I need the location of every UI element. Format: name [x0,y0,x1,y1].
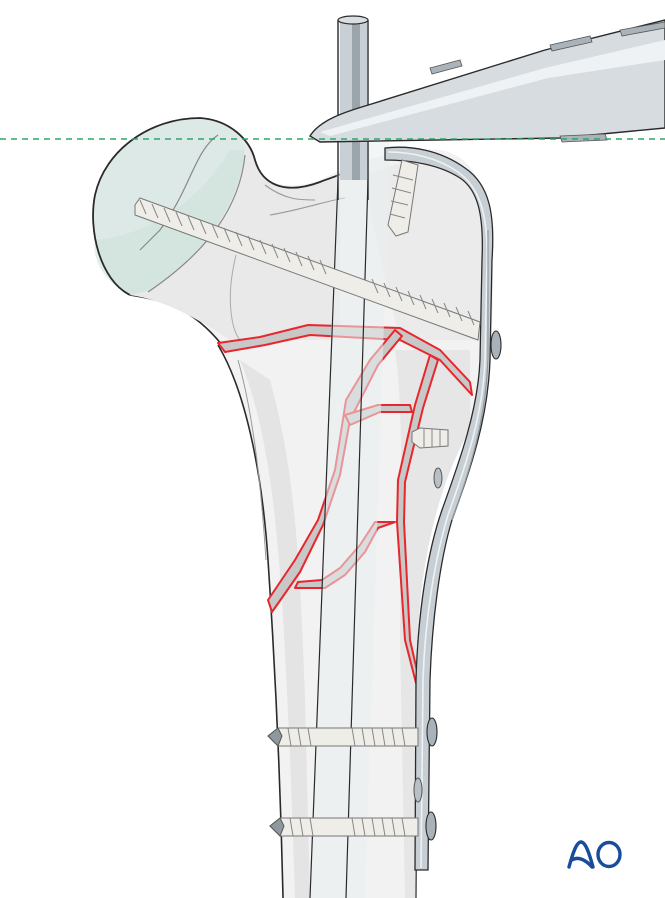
mid-screw [411,427,449,449]
ao-logo-icon [567,840,622,869]
distal-screw-2 [269,817,419,837]
instrument-blade [309,19,665,143]
distal-screw-1 [267,727,419,747]
ao-logo: AO [566,838,624,870]
neck-screw [134,197,481,341]
guide-wire [309,15,390,898]
trochanter-screw [387,159,419,237]
screws [134,159,481,837]
lateral-plate [384,146,502,871]
